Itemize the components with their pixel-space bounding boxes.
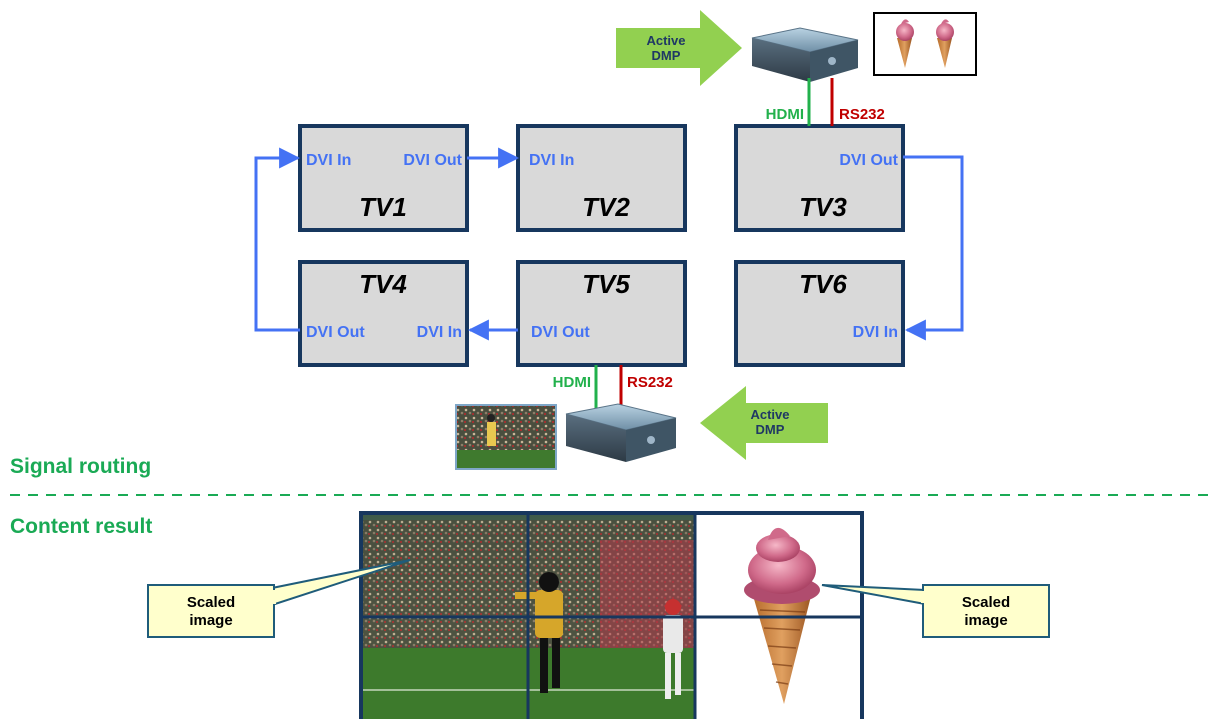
tv6-label: TV6 [799,269,847,299]
ice-cream-cone [744,527,820,704]
player-figure [663,599,683,699]
top-active-label: Active [646,33,685,48]
tv1-dvi-out-label: DVI Out [403,152,462,169]
player-figure [515,572,563,693]
tv5-box: TV5 [516,260,687,367]
tv2-label: TV2 [582,192,630,222]
tv5-dvi-out-label: DVI Out [531,324,590,341]
top-dmp-device-icon [751,27,859,82]
bottom-dmp-label: DMP [756,422,785,437]
top-content-thumbnail [873,12,977,76]
right-callout-line1: Scaled [962,594,1010,611]
tv3-box: TV3 [734,124,905,232]
tv1-box: TV1 [298,124,469,232]
ice-cream-cone-icon [896,19,914,68]
tv3-dvi-out-label: DVI Out [839,152,898,169]
bottom-hdmi-label: HDMI [553,374,591,391]
left-callout-line1: Scaled [187,594,235,611]
signal-routing-heading: Signal routing [10,455,151,478]
tv1-label: TV1 [359,192,407,222]
tv4-label: TV4 [359,269,407,299]
tv2-box: TV2 [516,124,687,232]
tv4-dvi-in-label: DVI In [417,324,462,341]
bottom-dmp-device-icon [565,403,677,462]
tv1-dvi-in-label: DVI In [306,152,351,169]
left-callout-line2: image [189,612,232,629]
ice-cream-cone-icon [936,19,954,68]
top-rs232-label: RS232 [839,106,885,123]
top-dmp-label: DMP [652,48,681,63]
tv3-label: TV3 [799,192,847,222]
tv4-box: TV4 [298,260,469,367]
bottom-content-thumbnail [455,404,557,470]
bottom-active-label: Active [750,407,789,422]
left-scaled-image-callout: Scaled image [147,559,411,638]
tv6-dvi-in-label: DVI In [853,324,898,341]
tv4-dvi-out-label: DVI Out [306,324,365,341]
bottom-rs232-label: RS232 [627,374,673,391]
dvi-link-tv4-to-tv1 [254,147,301,332]
right-scaled-image-callout: Scaled image [821,584,1050,638]
top-hdmi-label: HDMI [766,106,804,123]
dvi-link-tv3-to-tv6 [903,155,964,341]
content-wall [359,511,864,719]
content-result-heading: Content result [10,515,152,538]
top-active-dmp-arrow: Active DMP [616,10,742,86]
bottom-active-dmp-arrow: Active DMP [700,386,828,460]
right-callout-line2: image [964,612,1007,629]
tv5-label: TV5 [582,269,630,299]
tv6-box: TV6 [734,260,905,367]
tv2-dvi-in-label: DVI In [529,152,574,169]
